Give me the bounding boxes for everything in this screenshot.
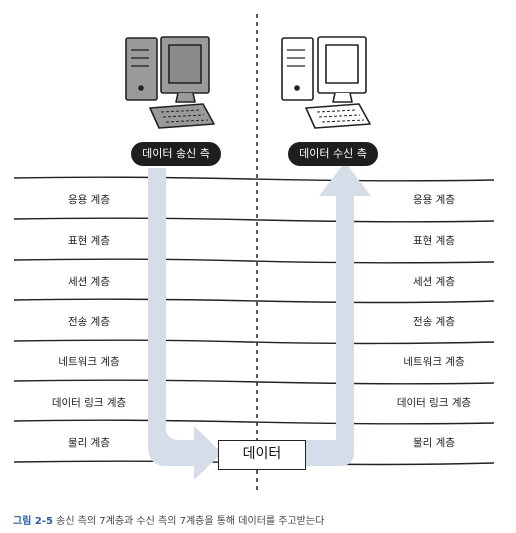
caption-text: 송신 측의 7계층과 수신 측의 7계층을 통해 데이터를 주고받는다 (52, 516, 325, 527)
send-arrow (148, 168, 222, 480)
left-layer-label: 표현 계층 (68, 235, 110, 247)
layer-line (13, 176, 495, 182)
layer-line (13, 258, 495, 264)
left-layer-label: 세션 계층 (68, 276, 110, 288)
left-layer-label: 응용 계층 (68, 194, 110, 206)
data-box: 데이터 (218, 440, 306, 470)
left-layer-label: 물리 계층 (68, 437, 110, 449)
layer-separator-lines (13, 176, 495, 466)
sender-computer-icon (125, 36, 215, 129)
right-layer-label: 세션 계층 (413, 276, 455, 288)
left-layer-label: 네트워크 계층 (58, 356, 120, 368)
left-layer-label: 데이터 링크 계층 (51, 397, 127, 409)
receive-arrow (306, 162, 371, 466)
sender-label: 데이터 송신 측 (131, 142, 221, 166)
layer-line (13, 217, 495, 223)
caption-label: 그림 2-5 (13, 516, 53, 527)
right-layer-label: 네트워크 계층 (403, 356, 465, 368)
layer-line (13, 339, 495, 345)
right-layer-label: 데이터 링크 계층 (396, 397, 472, 409)
layer-line (13, 379, 495, 385)
right-layer-label: 물리 계층 (413, 437, 455, 449)
layer-line (13, 298, 495, 304)
left-layer-label: 전송 계층 (68, 316, 110, 328)
right-layer-label: 전송 계층 (413, 316, 455, 328)
layer-line (13, 419, 495, 425)
receiver-label: 데이터 수신 측 (288, 142, 378, 166)
figure-caption: 그림 2-5 송신 측의 7계층과 수신 측의 7계층을 통해 데이터를 주고받… (13, 512, 324, 527)
receiver-computer-icon (281, 36, 371, 129)
right-layer-label: 표현 계층 (413, 235, 455, 247)
right-layer-label: 응용 계층 (413, 194, 455, 206)
